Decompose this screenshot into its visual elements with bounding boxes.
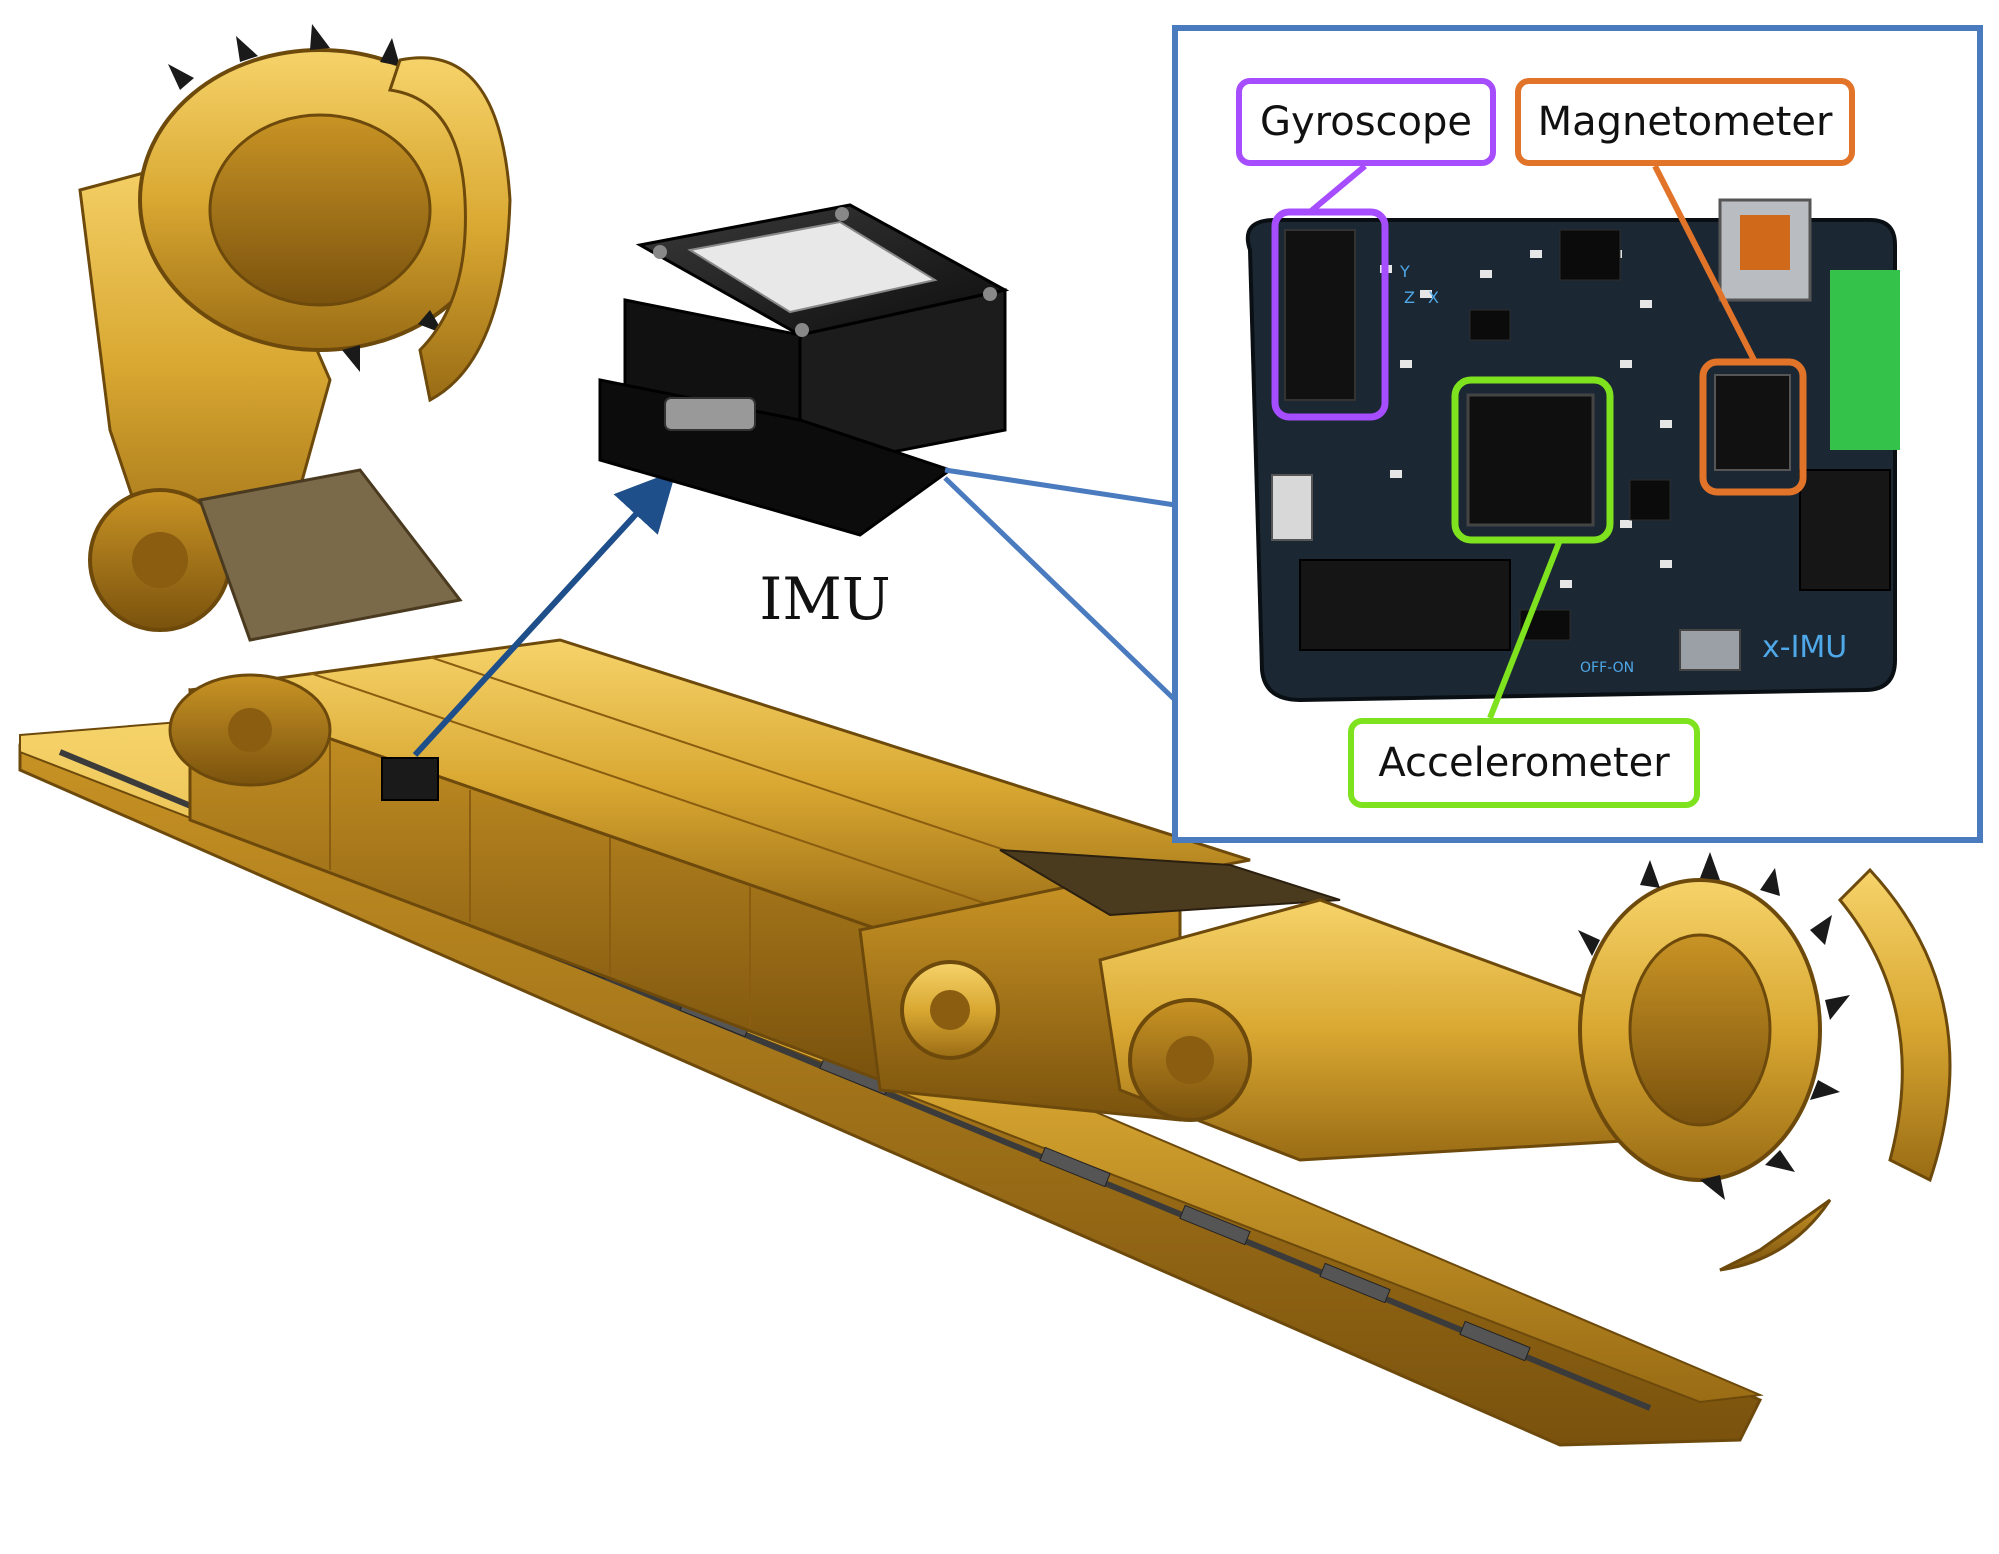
callout-line-bottom [943,476,1177,702]
imu-screw-4 [795,323,809,337]
accelerometer-label-text: Accelerometer [1378,740,1670,786]
magnetometer-highlight [1699,358,1807,496]
accelerometer-label: Accelerometer [1348,718,1700,808]
imu-screw-3 [983,287,997,301]
left-crawler-hub [228,708,272,752]
axis-z-label: Z [1404,288,1415,307]
accelerometer-leader [1487,538,1563,720]
mounted-imu [381,757,439,801]
right-cowl [1837,867,1952,1183]
right-drum-picks [1578,852,1850,1200]
gyroscope-label: Gyroscope [1236,78,1496,166]
right-drum-inner [1628,933,1772,1127]
right-plough-tip [1719,1198,1832,1272]
callout-line-top [944,467,1176,508]
right-arm-pivot-hub [1166,1036,1214,1084]
gyroscope-chip [1284,229,1356,401]
pcb-left-connector [1271,474,1313,541]
imu-screw-1 [653,245,667,259]
imu-screw-2 [835,207,849,221]
accelerometer-highlight [1451,376,1614,544]
magnetometer-chip [1714,374,1791,471]
imu-sensor-box [598,203,1010,537]
gyroscope-label-text: Gyroscope [1259,99,1472,145]
board-name-label: x-IMU [1762,630,1848,665]
imu-pointer-arrow [412,470,677,758]
axis-y-label: Y [1400,262,1410,281]
axis-x-label: X [1428,288,1439,307]
gyroscope-highlight [1271,208,1389,421]
gyroscope-leader [1308,163,1367,215]
imu-usb-port [664,397,756,431]
left-arm-pivot-hub [132,532,188,588]
body-panel-lines [309,656,1101,1028]
imu-label-plate [687,220,938,314]
x-imu-circuit-board [1245,198,1900,703]
pcb-right-socket [1799,469,1891,591]
magnetometer-leader [1652,164,1758,364]
pcb-green-tab [1830,270,1900,450]
accelerometer-chip [1466,393,1595,527]
left-cowl [388,56,512,403]
pcb-bottom-connector [1299,559,1511,651]
cable-trough [999,849,1341,917]
left-drum-inner [208,113,432,307]
magnetometer-label-text: Magnetometer [1537,99,1833,145]
pcb-switch [1679,629,1741,671]
switch-label: OFF-ON [1580,660,1635,676]
haulage-gear-hub [930,990,970,1030]
left-arm-band [197,468,463,642]
magnetometer-label: Magnetometer [1515,78,1855,166]
pcb-usb-opening [1740,215,1790,270]
imu-label: IMU [759,565,891,633]
